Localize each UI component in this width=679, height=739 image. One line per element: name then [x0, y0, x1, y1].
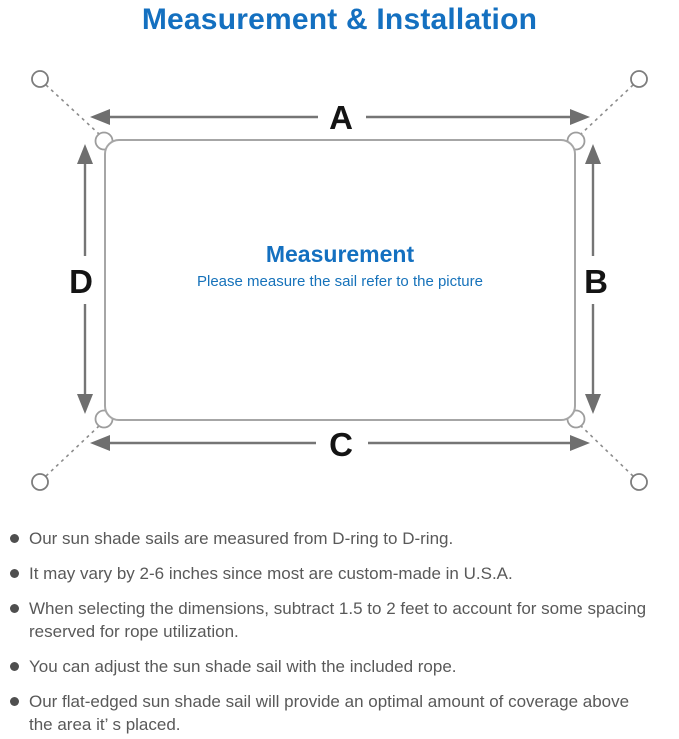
- dimension-label-a: A: [329, 99, 353, 136]
- anchor-point-icon-bottom-left: [31, 473, 49, 491]
- anchor-point-icon-bottom-right: [630, 473, 648, 491]
- bullet-icon: [10, 569, 19, 578]
- arrowhead-icon-a-right: [570, 109, 590, 125]
- arrowhead-icon-c-left: [90, 435, 110, 451]
- bullet-icon: [10, 604, 19, 613]
- list-item: Our sun shade sails are measured from D-…: [10, 527, 665, 550]
- rope-dashed-line-bottom-right: [580, 425, 634, 477]
- shade-sail-outline: [104, 139, 576, 421]
- arrowhead-icon-a-left: [90, 109, 110, 125]
- measurement-diagram: A B C D: [31, 70, 648, 491]
- bullet-icon: [10, 697, 19, 706]
- arrowhead-icon-c-right: [570, 435, 590, 451]
- arrowhead-icon-d-up: [77, 144, 93, 164]
- list-item: When selecting the dimensions, subtract …: [10, 597, 665, 643]
- diagram-center-title: Measurement: [265, 241, 415, 267]
- arrowhead-icon-d-down: [77, 394, 93, 414]
- page-title: Measurement & Installation: [141, 3, 538, 36]
- list-item-text: When selecting the dimensions, subtract …: [29, 599, 647, 641]
- list-item-text: It may vary by 2-6 inches since most are…: [29, 564, 513, 583]
- diagram-center-text: Measurement Please measure the sail refe…: [105, 241, 575, 292]
- anchor-point-icon-top-left: [31, 70, 49, 88]
- list-item: Our flat-edged sun shade sail will provi…: [10, 690, 665, 736]
- list-item-text: Our sun shade sails are measured from D-…: [29, 529, 454, 548]
- anchor-point-icon-top-right: [630, 70, 648, 88]
- bullet-icon: [10, 534, 19, 543]
- arrowhead-icon-b-down: [585, 394, 601, 414]
- diagram-center-subtitle: Please measure the sail refer to the pic…: [197, 273, 483, 290]
- dimension-label-d: D: [69, 263, 93, 300]
- rope-dashed-line-top-left: [45, 84, 100, 135]
- rope-dashed-line-top-right: [580, 84, 634, 135]
- arrowhead-icon-b-up: [585, 144, 601, 164]
- rope-dashed-line-bottom-left: [45, 425, 100, 477]
- dimension-label-b: B: [584, 263, 608, 300]
- instructions-list: Our sun shade sails are measured from D-…: [0, 527, 679, 739]
- list-item-text: Our flat-edged sun shade sail will provi…: [29, 692, 630, 734]
- list-item: It may vary by 2-6 inches since most are…: [10, 562, 665, 585]
- list-item: You can adjust the sun shade sail with t…: [10, 655, 665, 678]
- dimension-label-c: C: [329, 426, 353, 463]
- list-item-text: You can adjust the sun shade sail with t…: [29, 657, 457, 676]
- bullet-icon: [10, 662, 19, 671]
